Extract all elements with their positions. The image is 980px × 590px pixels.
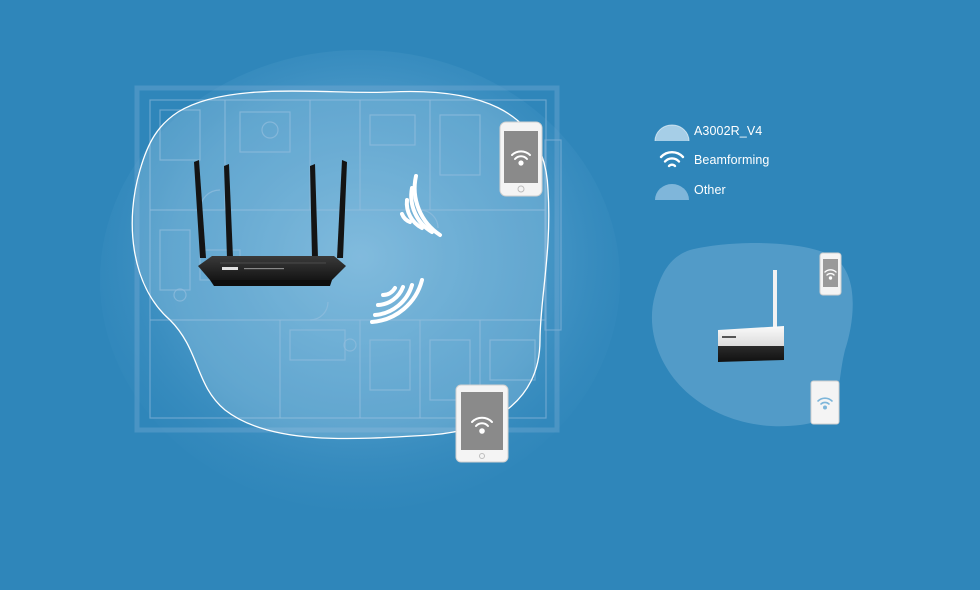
legend-item-a3002r: A3002R_V4 <box>654 116 769 146</box>
beamforming-waves <box>370 174 442 324</box>
tablet-device <box>455 384 509 463</box>
legend-label: Beamforming <box>694 153 770 168</box>
dome-coverage-icon <box>654 179 694 201</box>
tablet-device-other <box>810 380 840 425</box>
dome-coverage-icon <box>654 120 694 142</box>
wifi-icon <box>471 416 493 434</box>
legend-item-other: Other <box>654 175 769 205</box>
legend-label: A3002R_V4 <box>694 123 763 138</box>
wifi-beam-icon <box>654 149 694 171</box>
router-a3002r <box>194 160 347 286</box>
wifi-icon <box>824 269 837 280</box>
wifi-icon <box>511 150 531 166</box>
smartphone-device-other <box>819 252 842 296</box>
wifi-icon <box>817 397 833 410</box>
legend-item-beamforming: Beamforming <box>654 146 769 176</box>
legend-label: Other <box>694 182 726 197</box>
router-other <box>718 270 784 362</box>
legend: A3002R_V4 Beamforming Other <box>654 116 769 205</box>
smartphone-device <box>499 121 543 197</box>
